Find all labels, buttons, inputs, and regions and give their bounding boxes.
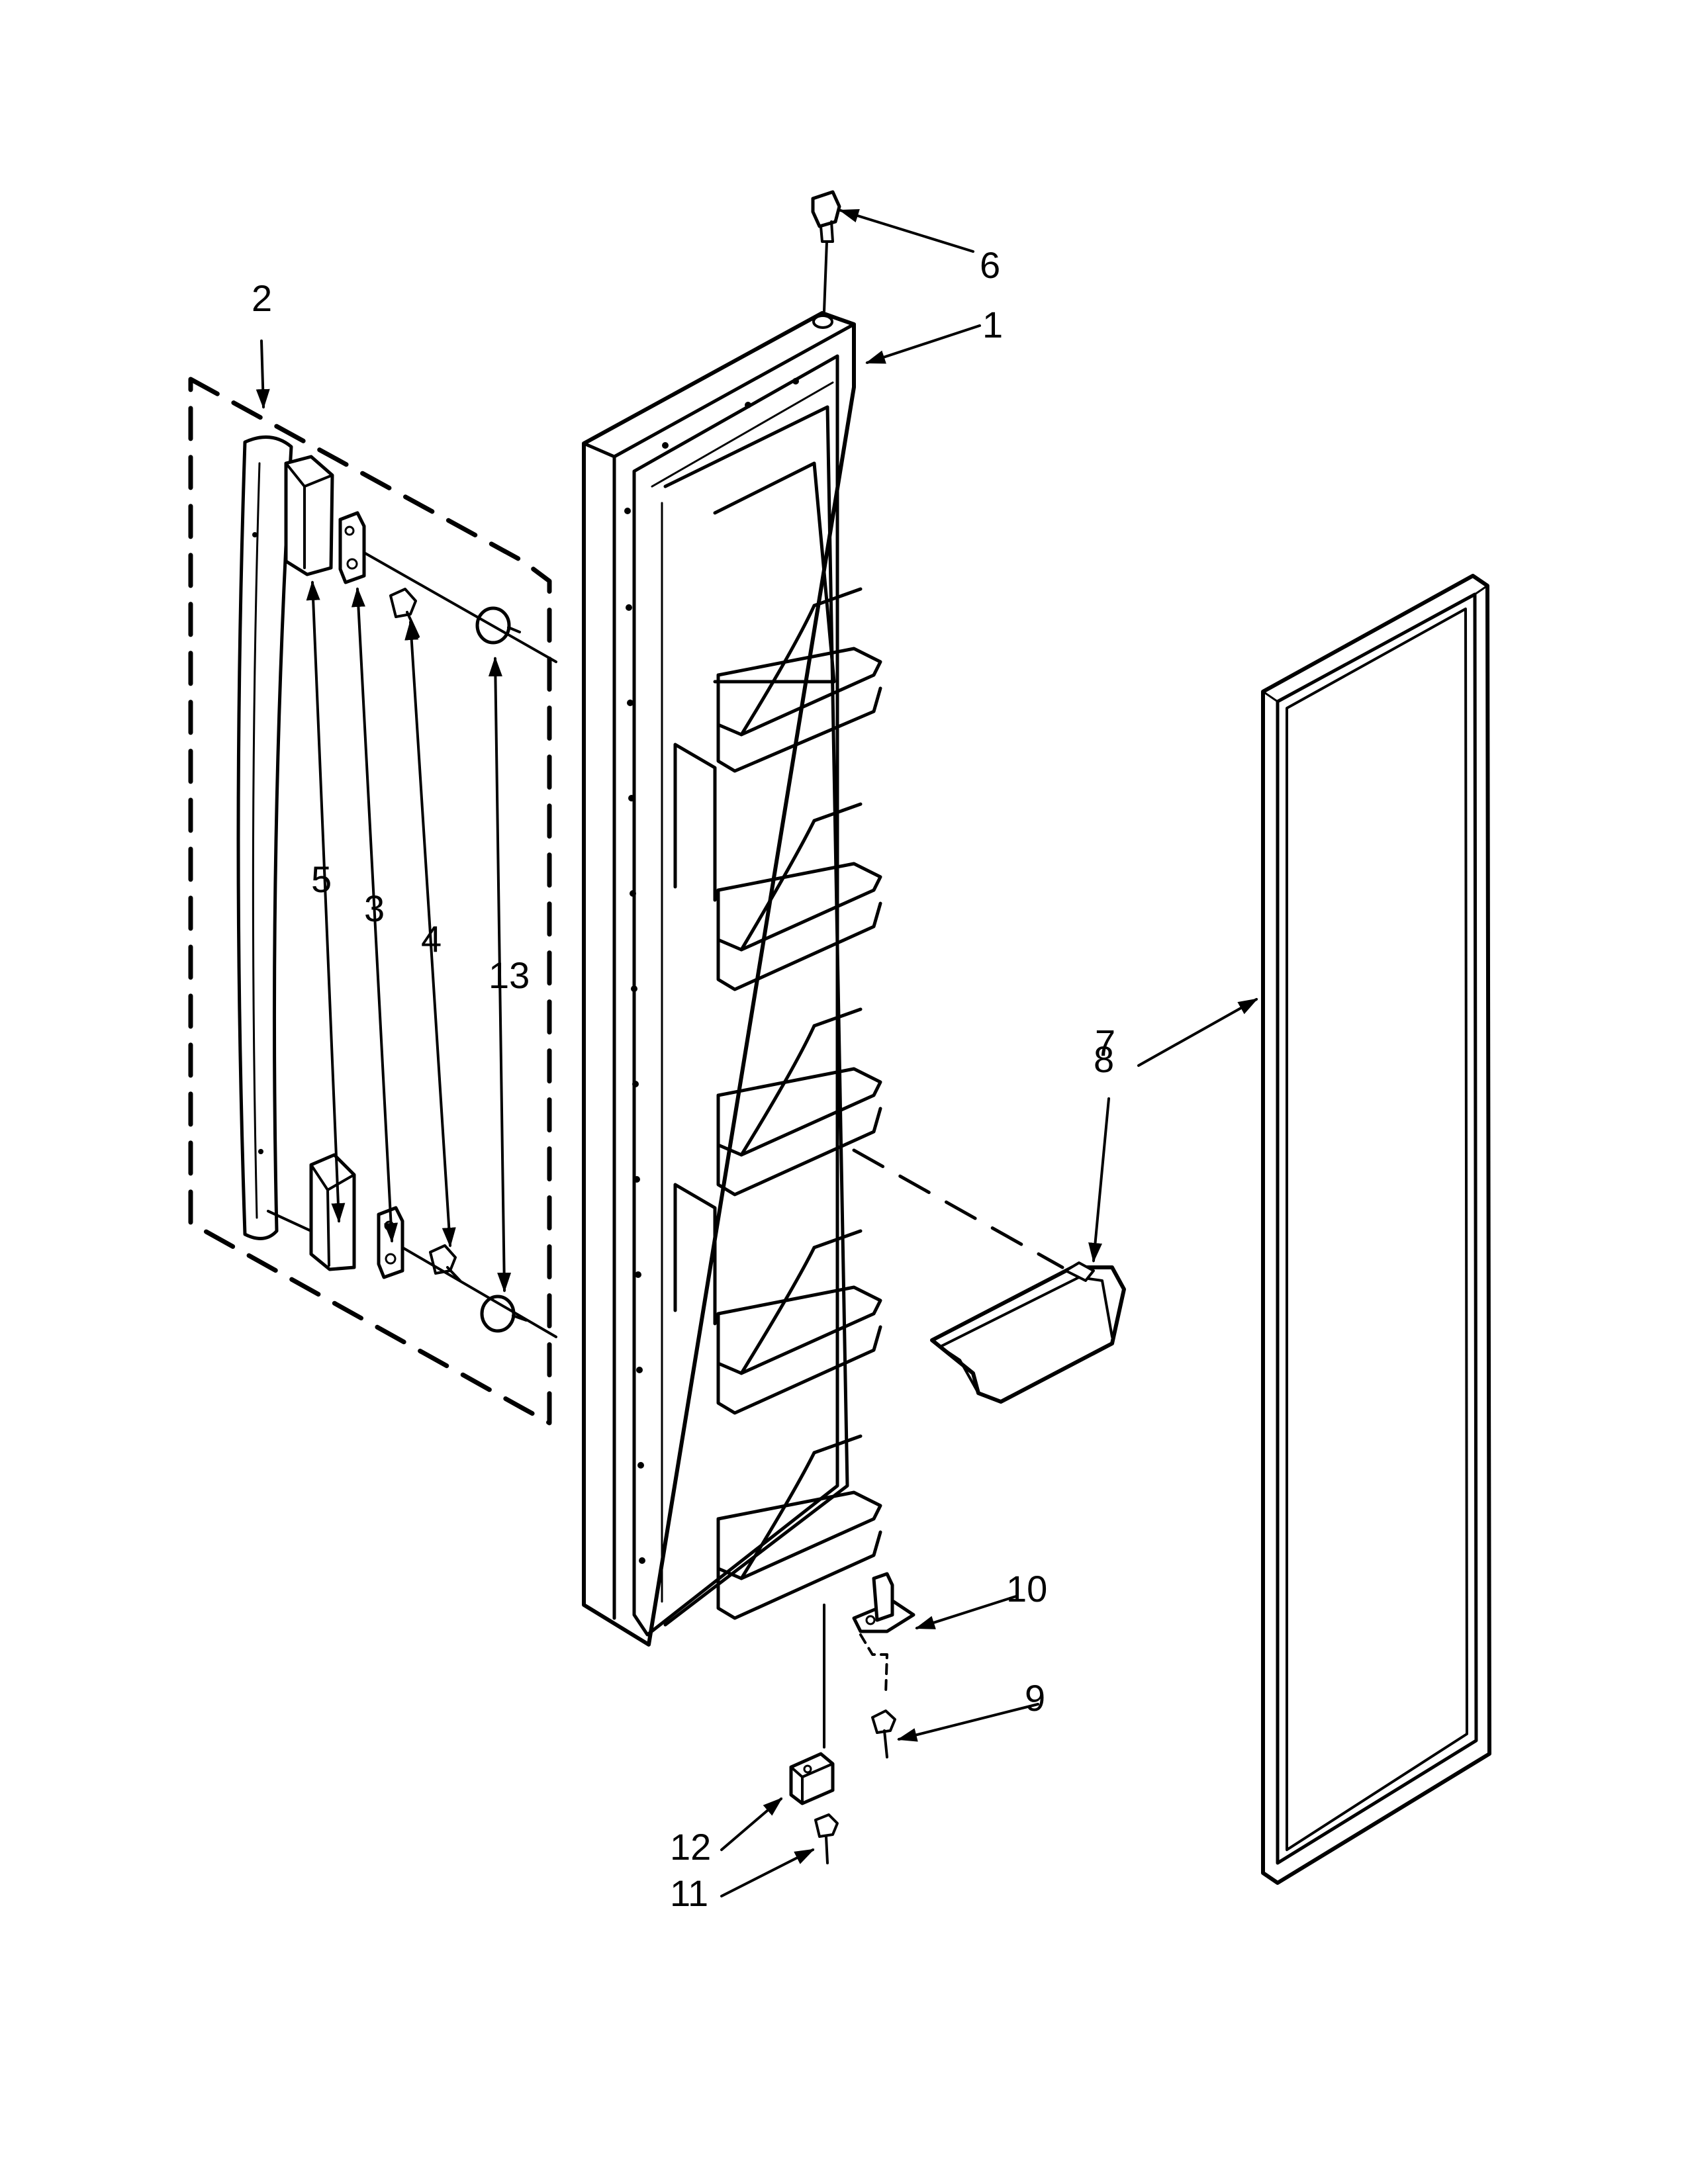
handle-alignment-lines xyxy=(267,551,557,1338)
callout-arrows xyxy=(256,208,1258,1897)
handle-part xyxy=(236,435,293,1240)
callout-label-6: 6 xyxy=(980,244,1000,286)
callout-label-11: 11 xyxy=(670,1872,708,1914)
hinge-screw-11 xyxy=(814,1813,839,1864)
callout-label-7: 7 xyxy=(1095,1022,1115,1064)
callout-label-9: 9 xyxy=(1025,1677,1045,1719)
handle-end-cap-upper xyxy=(284,455,334,576)
callout-label-3: 3 xyxy=(364,887,385,929)
callout-label-12: 12 xyxy=(670,1826,711,1868)
handle-screw-lower xyxy=(429,1244,461,1282)
door-bin xyxy=(930,1261,1126,1404)
callout-label-8: 8 xyxy=(1094,1038,1114,1080)
bin-alignment-line xyxy=(852,1148,1064,1269)
lower-hinge-pin xyxy=(852,1572,915,1696)
callout-labels: 1 2 3 4 5 6 7 8 9 10 11 12 13 xyxy=(252,244,1115,1914)
handle-screw-upper xyxy=(389,588,420,638)
callout-label-1: 1 xyxy=(982,304,1003,345)
lower-hinge-bracket xyxy=(789,1604,835,1805)
handle-bracket-upper xyxy=(338,511,366,584)
callout-label-10: 10 xyxy=(1006,1568,1047,1610)
handle-stud-lower xyxy=(480,1295,528,1333)
hinge-screw-9 xyxy=(871,1709,896,1758)
callout-label-5: 5 xyxy=(311,858,332,900)
handle-kit-boundary xyxy=(188,377,552,1426)
callout-label-13: 13 xyxy=(489,954,530,996)
door-gasket xyxy=(1261,574,1491,1885)
handle-end-cap-lower xyxy=(309,1153,356,1271)
hinge-bushing xyxy=(811,190,841,312)
callout-label-4: 4 xyxy=(421,918,442,960)
door-assembly xyxy=(582,311,882,1647)
callout-label-2: 2 xyxy=(252,277,272,319)
